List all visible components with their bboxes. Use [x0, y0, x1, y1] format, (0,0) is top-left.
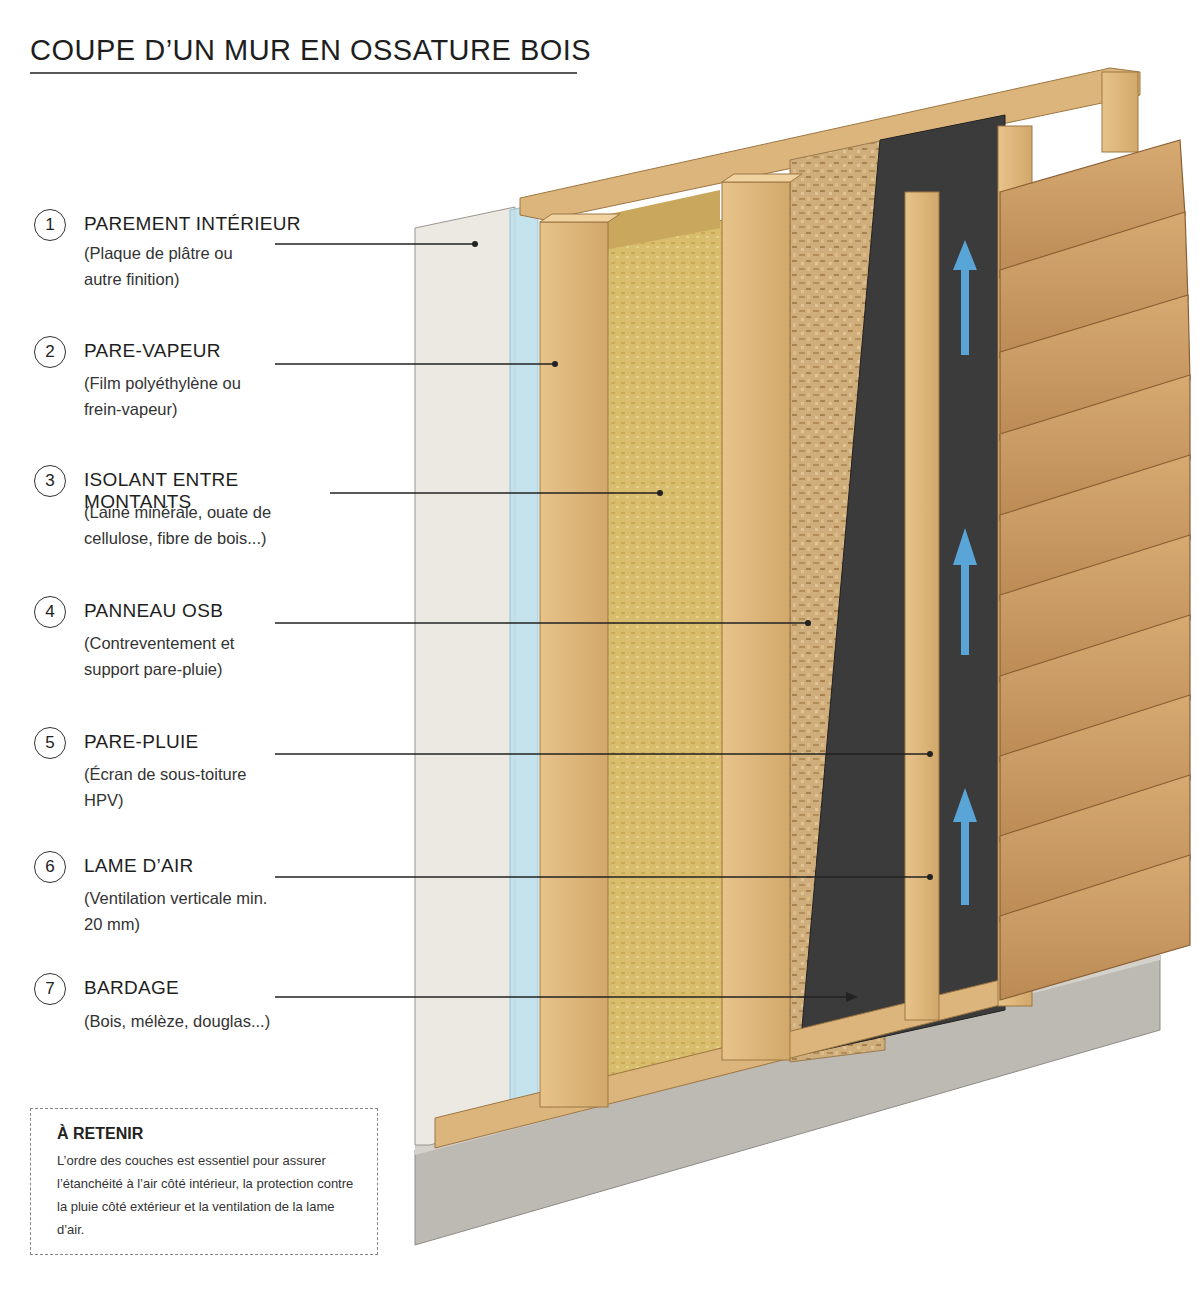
- top-plate-end: [605, 190, 720, 250]
- title-underline: [30, 72, 577, 74]
- batten: [905, 192, 939, 1020]
- layer-description: (Plaque de plâtre ou autre finition): [84, 240, 244, 292]
- callout-number: 5: [45, 733, 54, 753]
- callout-circle: 7: [34, 973, 66, 1005]
- vapour-barrier: [510, 204, 538, 1122]
- layer-name: LAME D’AIR: [84, 855, 344, 877]
- airflow-arrows: [953, 240, 977, 905]
- stud-top: [722, 174, 802, 182]
- layer-name: PANNEAU OSB: [84, 600, 344, 622]
- leader-dots: [472, 241, 933, 1002]
- layer-description: (Bois, mélèze, douglas...): [84, 1008, 314, 1034]
- callout-number: 6: [45, 857, 54, 877]
- cladding: [1000, 140, 1190, 1000]
- layer-name: PAREMENT INTÉRIEUR: [84, 213, 344, 235]
- stud-top: [540, 214, 620, 222]
- callout-number: 2: [45, 342, 54, 362]
- layer-name: PARE-VAPEUR: [84, 340, 344, 362]
- rain-barrier: [800, 115, 1005, 1055]
- callout-number: 7: [45, 979, 54, 999]
- callout-circle: 3: [34, 465, 66, 497]
- diagram-title: COUPE D’UN MUR EN OSSATURE BOIS: [30, 34, 591, 67]
- callout-circle: 5: [34, 727, 66, 759]
- note-heading: À RETENIR: [57, 1125, 363, 1143]
- stud: [722, 182, 790, 1060]
- layer-description: (Contreventement et support pare-pluie): [84, 630, 264, 682]
- leader-lines: [275, 244, 930, 997]
- batten: [1102, 72, 1138, 152]
- callout-circle: 2: [34, 336, 66, 368]
- callout-number: 1: [45, 215, 54, 235]
- layer-description: (Film polyéthylène ou frein-vapeur): [84, 370, 274, 422]
- layer-description: (Ventilation verticale min. 20 mm): [84, 885, 274, 937]
- layer-name: PARE-PLUIE: [84, 731, 344, 753]
- layer-description: (Écran de sous-toiture HPV): [84, 761, 274, 813]
- note-box: À RETENIR L’ordre des couches est essenti…: [30, 1108, 378, 1255]
- plasterboard: [415, 207, 515, 1145]
- callout-circle: 4: [34, 596, 66, 628]
- callout-circle: 6: [34, 851, 66, 883]
- note-body: L’ordre des couches est essentiel pour a…: [57, 1149, 363, 1241]
- callout-number: 4: [45, 602, 54, 622]
- callout-circle: 1: [34, 209, 66, 241]
- callout-number: 3: [45, 471, 54, 491]
- layer-name: BARDAGE: [84, 977, 344, 999]
- stud: [540, 222, 608, 1107]
- layer-description: (Laine minérale, ouate de cellulose, fib…: [84, 499, 299, 551]
